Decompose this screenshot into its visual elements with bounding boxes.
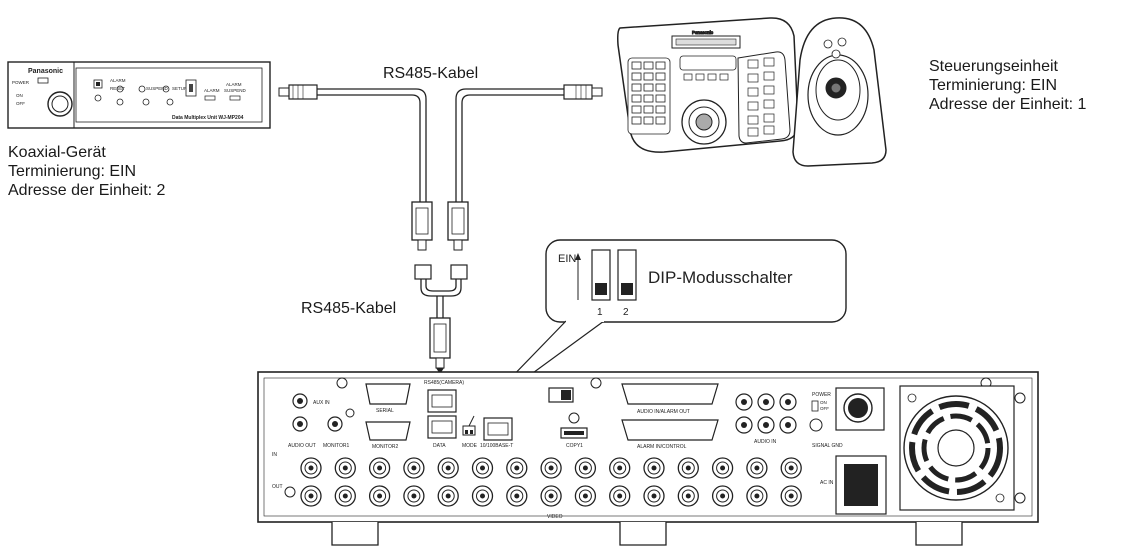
coax-off-label: OFF <box>16 101 25 106</box>
svg-text:SETUP: SETUP <box>172 86 187 91</box>
dip-switch-1-label: 1 <box>597 307 603 318</box>
video-out-bnc[interactable] <box>575 486 595 506</box>
coax-device: Panasonic POWER ON OFF ALARM RESET SUSPE… <box>8 62 270 128</box>
video-in-bnc[interactable] <box>438 458 458 478</box>
rs485-cable-top <box>279 85 602 202</box>
controller-keyboard: Panasonic <box>618 18 798 152</box>
svg-text:Panasonic: Panasonic <box>692 30 714 35</box>
coax-brand: Panasonic <box>28 68 63 75</box>
video-out-bnc[interactable] <box>610 486 630 506</box>
mode-dip-switch[interactable] <box>463 426 475 435</box>
video-in-bnc[interactable] <box>370 458 390 478</box>
rs485-camera-label: RS485(CAMERA) <box>424 380 464 386</box>
video-in-bnc[interactable] <box>781 458 801 478</box>
svg-text:OFF: OFF <box>820 406 829 411</box>
video-in-bnc[interactable] <box>473 458 493 478</box>
video-in-bnc[interactable] <box>335 458 355 478</box>
video-out-bnc[interactable] <box>781 486 801 506</box>
cooling-fan <box>900 386 1014 510</box>
video-in-bnc[interactable] <box>301 458 321 478</box>
video-out-bnc[interactable] <box>335 486 355 506</box>
audio-in-label: AUDIO IN <box>754 439 777 445</box>
video-in-bnc[interactable] <box>713 458 733 478</box>
coax-on-label: ON <box>16 93 23 98</box>
video-in-bnc[interactable] <box>747 458 767 478</box>
svg-text:ON: ON <box>820 400 827 405</box>
dip-title: DIP-Modusschalter <box>648 268 793 287</box>
video-in-bnc[interactable] <box>507 458 527 478</box>
video-in-label: IN <box>272 452 277 458</box>
mode-label: MODE <box>462 443 478 449</box>
video-out-bnc[interactable] <box>541 486 561 506</box>
video-out-bnc[interactable] <box>473 486 493 506</box>
audio-out-label: AUDIO OUT <box>288 443 316 449</box>
power-label: POWER <box>812 392 831 398</box>
video-in-bnc[interactable] <box>644 458 664 478</box>
coax-alarm-label: ALARM <box>204 88 220 93</box>
svg-text:SUSPEND: SUSPEND <box>224 88 247 93</box>
copy1-label: COPY1 <box>566 443 583 449</box>
dip-switch-2-label: 2 <box>623 307 629 318</box>
video-out-bnc[interactable] <box>438 486 458 506</box>
dip-switch-1[interactable] <box>592 250 610 300</box>
video-in-bnc[interactable] <box>678 458 698 478</box>
cable-connector-left <box>279 85 317 99</box>
ac-in-label: AC IN <box>820 480 834 486</box>
video-in-bnc[interactable] <box>610 458 630 478</box>
monitor1-label: MONITOR1 <box>323 443 350 449</box>
video-out-bnc[interactable] <box>747 486 767 506</box>
video-in-bnc[interactable] <box>541 458 561 478</box>
video-out-bnc[interactable] <box>644 486 664 506</box>
svg-text:RESET: RESET <box>110 86 125 91</box>
video-out-bnc[interactable] <box>370 486 390 506</box>
data-label: DATA <box>433 443 446 449</box>
aux-in-label: AUX IN <box>313 400 330 406</box>
video-out-bnc[interactable] <box>713 486 733 506</box>
dip-on-label: EIN <box>558 253 576 265</box>
power-switch[interactable] <box>812 401 818 411</box>
serial-label: SERIAL <box>376 408 394 414</box>
coax-model: Data Multiplex Unit WJ-MP204 <box>172 115 244 121</box>
video-out-bnc[interactable] <box>678 486 698 506</box>
alarm-control-label: ALARM IN/CONTROL <box>637 444 687 450</box>
audio-alarm-out-label: AUDIO IN/ALARM OUT <box>637 409 690 415</box>
ethernet-label: 10/100BASE-T <box>480 443 513 449</box>
video-in-bnc[interactable] <box>575 458 595 478</box>
video-out-bnc[interactable] <box>301 486 321 506</box>
svg-text:SUSPEND: SUSPEND <box>146 86 169 91</box>
video-out-bnc[interactable] <box>404 486 424 506</box>
controller-joystick <box>793 18 886 166</box>
cable-connector-right <box>564 85 602 99</box>
monitor2-label: MONITOR2 <box>372 444 399 450</box>
svg-text:ALARM: ALARM <box>110 78 126 83</box>
video-out-bnc[interactable] <box>507 486 527 506</box>
video-in-bnc[interactable] <box>404 458 424 478</box>
coax-power-label: POWER <box>12 80 30 85</box>
dip-switch-2[interactable] <box>618 250 636 300</box>
video-label: VIDEO <box>547 514 563 520</box>
video-out-label: OUT <box>272 484 283 490</box>
y-adapter <box>415 265 467 374</box>
signal-gnd-label: SIGNAL GND <box>812 443 843 449</box>
alarm-control-port[interactable] <box>622 420 718 440</box>
svg-text:ALARM: ALARM <box>226 82 242 87</box>
rs485-plugs-mid <box>412 202 468 250</box>
audio-alarm-out-port[interactable] <box>622 384 718 404</box>
